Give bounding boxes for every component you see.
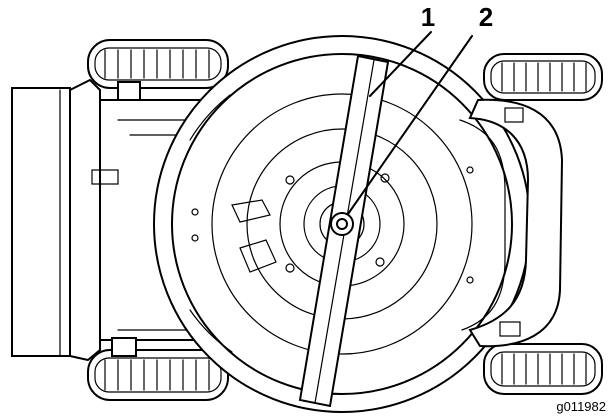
rear-wheel-top [87,39,229,101]
callout-2-label: 2 [479,2,493,32]
front-chute [459,98,564,348]
figure-code: g011982 [556,399,606,414]
blade-bolt [330,212,354,236]
callout-1-label: 1 [421,2,435,32]
front-wheel-bottom [483,343,603,395]
callout-2-leader [347,35,473,215]
front-wheel-top [483,53,603,101]
callout-1-leader [369,31,432,97]
rear-wheel-bottom [87,337,229,401]
